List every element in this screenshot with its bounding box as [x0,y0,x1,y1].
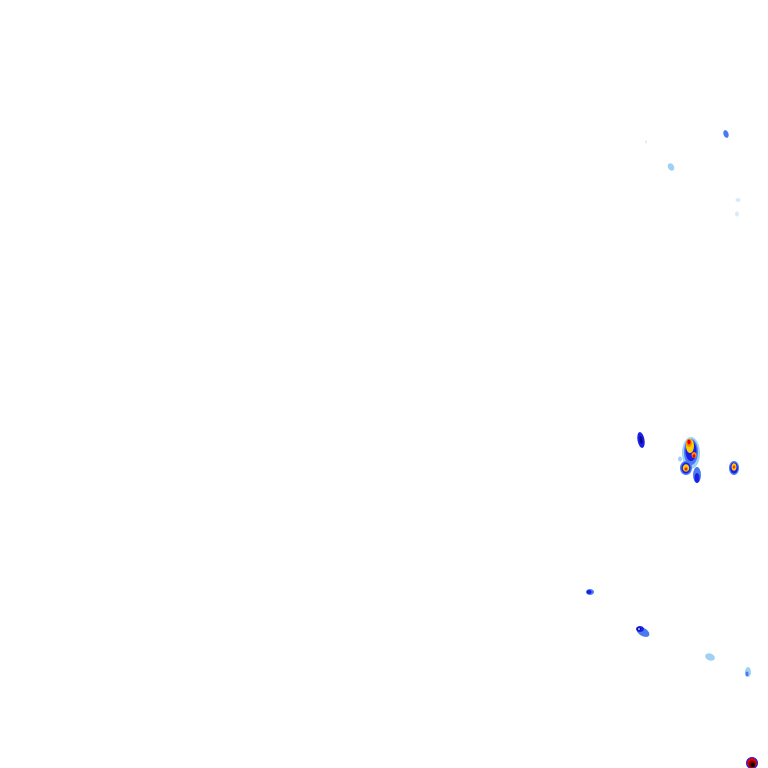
echo-core [687,439,691,445]
echo-core [751,763,755,767]
echo-cluster-south [586,589,751,677]
echo-blob [705,653,715,661]
echo-blob [678,456,682,462]
echo-blob [745,671,749,677]
echo-blob [586,590,592,594]
echo-blob [735,211,739,217]
echo-blob [639,436,643,444]
echo-core [692,454,696,458]
echo-cluster-north [645,130,741,217]
echo-blob [694,473,700,483]
echo-core [685,467,687,471]
echo-core [638,628,640,630]
echo-blob [667,163,675,171]
echo-blob [735,198,741,202]
echo-cluster-central [637,432,739,483]
echo-cluster-southeast [746,757,758,768]
echo-core [733,465,735,469]
echo-blob [645,140,647,144]
echo-blob [723,130,729,138]
